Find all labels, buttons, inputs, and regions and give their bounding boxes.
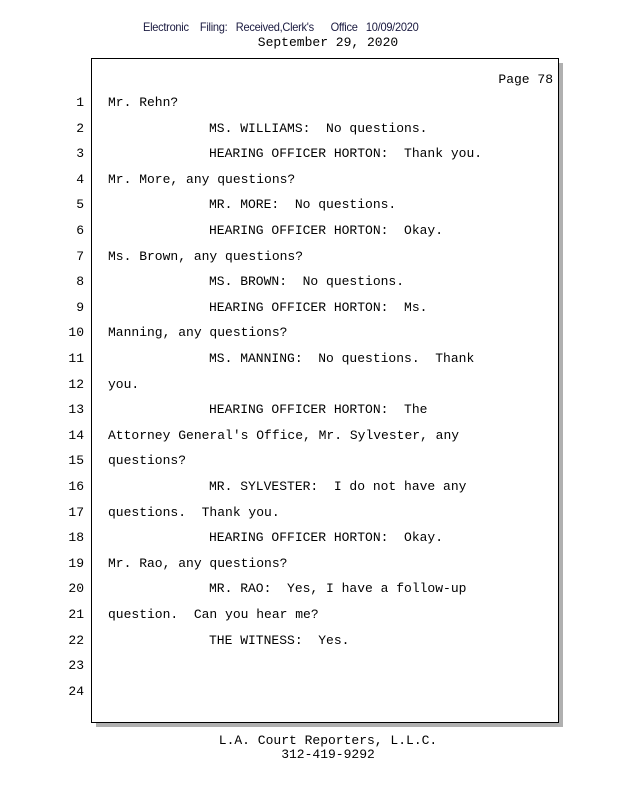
line-number: 15 [68, 453, 84, 469]
line-text: Ms. Brown, any questions? [108, 248, 304, 264]
transcript-line: 22 THE WITNESS: Yes. [0, 633, 560, 653]
line-number: 1 [76, 95, 84, 110]
transcript-page [91, 58, 559, 723]
footer-phone: 312-419-9292 [281, 747, 375, 762]
line-number: 21 [68, 607, 84, 622]
line-text: Mr. Rao, any questions? [108, 555, 288, 571]
line-text: HEARING OFFICER HORTON: Okay. [209, 223, 444, 238]
transcript-line: 10 Manning, any questions? [0, 325, 560, 345]
transcript-line: 19 Mr. Rao, any questions? [0, 556, 560, 576]
line-number: 3 [76, 146, 84, 162]
transcript-line: 13 HEARING OFFICER HORTON: The [0, 402, 560, 422]
line-number: 16 [68, 479, 84, 494]
line-number: 24 [68, 683, 84, 699]
line-number: 6 [76, 223, 84, 238]
line-text: HEARING OFFICER HORTON: Ms. [209, 299, 428, 315]
line-number: 22 [68, 632, 84, 648]
transcript-line: 2 MS. WILLIAMS: No questions. [0, 121, 560, 141]
transcript-line: 16 MR. SYLVESTER: I do not have any [0, 479, 560, 499]
transcript-line: 20 MR. RAO: Yes, I have a follow-up [0, 581, 560, 601]
line-text: Manning, any questions? [108, 325, 288, 341]
transcript-line: 17 questions. Thank you. [0, 505, 560, 525]
transcript-line: 3 HEARING OFFICER HORTON: Thank you. [0, 146, 560, 166]
transcript-line: 11 MS. MANNING: No questions. Thank [0, 351, 560, 371]
line-number: 10 [68, 325, 84, 341]
line-number: 9 [76, 299, 84, 315]
line-number: 4 [76, 171, 84, 187]
line-text: MR. SYLVESTER: I do not have any [209, 479, 467, 494]
transcript-line: 23 [0, 658, 560, 678]
line-text: HEARING OFFICER HORTON: Okay. [209, 530, 444, 546]
line-number: 18 [68, 530, 84, 546]
line-text: HEARING OFFICER HORTON: The [209, 402, 428, 418]
transcript-line: 1 Mr. Rehn? [0, 95, 560, 115]
line-number: 20 [68, 581, 84, 597]
transcript-line: 18 HEARING OFFICER HORTON: Okay. [0, 530, 560, 550]
transcript-line: 12 you. [0, 377, 560, 397]
line-text: HEARING OFFICER HORTON: Thank you. [209, 146, 483, 162]
transcript-line: 5 MR. MORE: No questions. [0, 197, 560, 217]
footer-company: L.A. Court Reporters, L.L.C. [218, 733, 438, 748]
line-text: you. [108, 376, 140, 392]
transcript-line: 7 Ms. Brown, any questions? [0, 249, 560, 269]
line-text: MR. RAO: Yes, I have a follow-up [209, 581, 467, 597]
line-number: 8 [76, 274, 84, 290]
line-text: Mr. Rehn? [108, 95, 179, 110]
line-text: questions. Thank you. [108, 504, 280, 520]
transcript-line: 24 [0, 684, 560, 704]
transcript-line: 21 question. Can you hear me? [0, 607, 560, 627]
line-number: 2 [76, 120, 84, 136]
line-number: 13 [68, 402, 84, 418]
line-text: Attorney General's Office, Mr. Sylvester… [108, 427, 460, 443]
line-text: THE WITNESS: Yes. [209, 632, 350, 648]
line-number: 23 [68, 658, 84, 674]
transcript-date: September 29, 2020 [257, 35, 399, 50]
transcript-line: 4 Mr. More, any questions? [0, 172, 560, 192]
line-text: MS. BROWN: No questions. [209, 274, 405, 290]
line-text: MS. MANNING: No questions. Thank [209, 351, 475, 366]
line-number: 5 [76, 197, 84, 213]
line-text: questions? [108, 453, 187, 469]
transcript-line: 6 HEARING OFFICER HORTON: Okay. [0, 223, 560, 243]
line-text: MS. WILLIAMS: No questions. [209, 120, 428, 136]
line-text: MR. MORE: No questions. [209, 197, 397, 213]
line-number: 7 [76, 248, 84, 264]
transcript-line: 15 questions? [0, 453, 560, 473]
page-number: Page 78 [498, 72, 553, 87]
filing-stamp: Electronic Filing: Received,Clerk's Offi… [143, 20, 419, 34]
line-text: Mr. More, any questions? [108, 171, 296, 187]
transcript-line: 8 MS. BROWN: No questions. [0, 274, 560, 294]
line-number: 14 [68, 427, 84, 443]
line-number: 19 [68, 555, 84, 571]
transcript-line: 14 Attorney General's Office, Mr. Sylvest… [0, 428, 560, 448]
line-text: question. Can you hear me? [108, 607, 319, 622]
line-number: 17 [68, 504, 84, 520]
line-number: 12 [68, 376, 84, 392]
line-number: 11 [68, 351, 84, 366]
transcript-line: 9 HEARING OFFICER HORTON: Ms. [0, 300, 560, 320]
